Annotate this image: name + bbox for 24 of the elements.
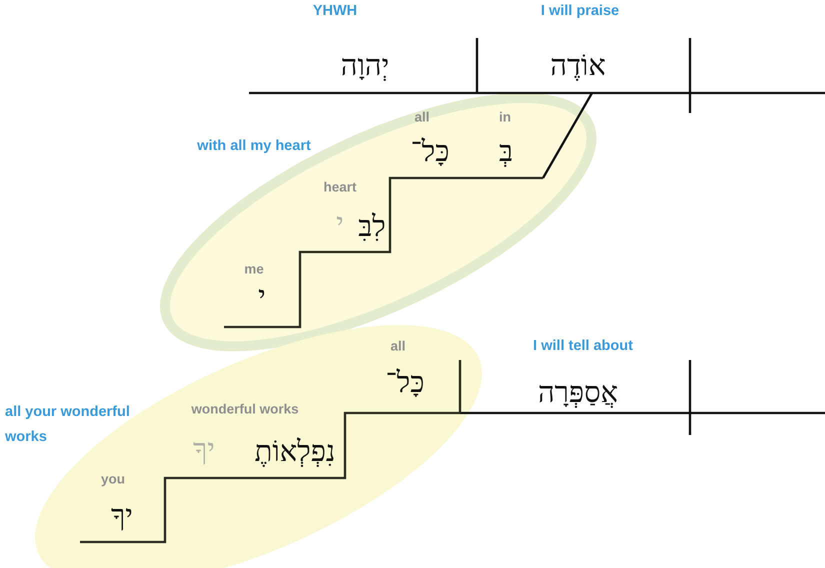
phrase-gloss: I will praise bbox=[540, 4, 620, 20]
hebrew-suffix: י bbox=[336, 209, 344, 241]
phrase-gloss: I will tell about bbox=[533, 339, 633, 355]
hebrew-word: יְהוָה bbox=[340, 51, 390, 83]
hebrew-word: כָּל־ bbox=[410, 137, 450, 169]
hebrew-word: בְּ bbox=[499, 137, 513, 169]
hebrew-word: נִפְלְאוֹתֶ bbox=[254, 437, 336, 469]
hebrew-word: אוֹדֶה bbox=[550, 51, 606, 83]
gloss-label: all bbox=[414, 110, 430, 126]
hebrew-word: כָּל־ bbox=[386, 368, 424, 400]
hebrew-word: י bbox=[258, 282, 266, 314]
gloss-label: all bbox=[390, 340, 406, 354]
hebrew-word: לִבִּ bbox=[358, 212, 386, 244]
hebrew-word: אֲסַפְּרָה bbox=[538, 378, 618, 410]
phrase-gloss: with all my heart bbox=[197, 139, 311, 155]
hebrew-word: יךָ bbox=[111, 501, 133, 533]
gloss-label: wonderful works bbox=[191, 402, 299, 418]
hebrew-suffix: יךָ bbox=[193, 435, 215, 467]
gloss-label: me bbox=[244, 262, 264, 278]
gloss-label: in bbox=[498, 110, 511, 126]
phrase-gloss: all your wonderful works bbox=[5, 403, 131, 447]
gloss-label: you bbox=[100, 472, 125, 488]
gloss-label: heart bbox=[323, 180, 356, 196]
phrase-gloss: YHWH bbox=[312, 4, 358, 20]
